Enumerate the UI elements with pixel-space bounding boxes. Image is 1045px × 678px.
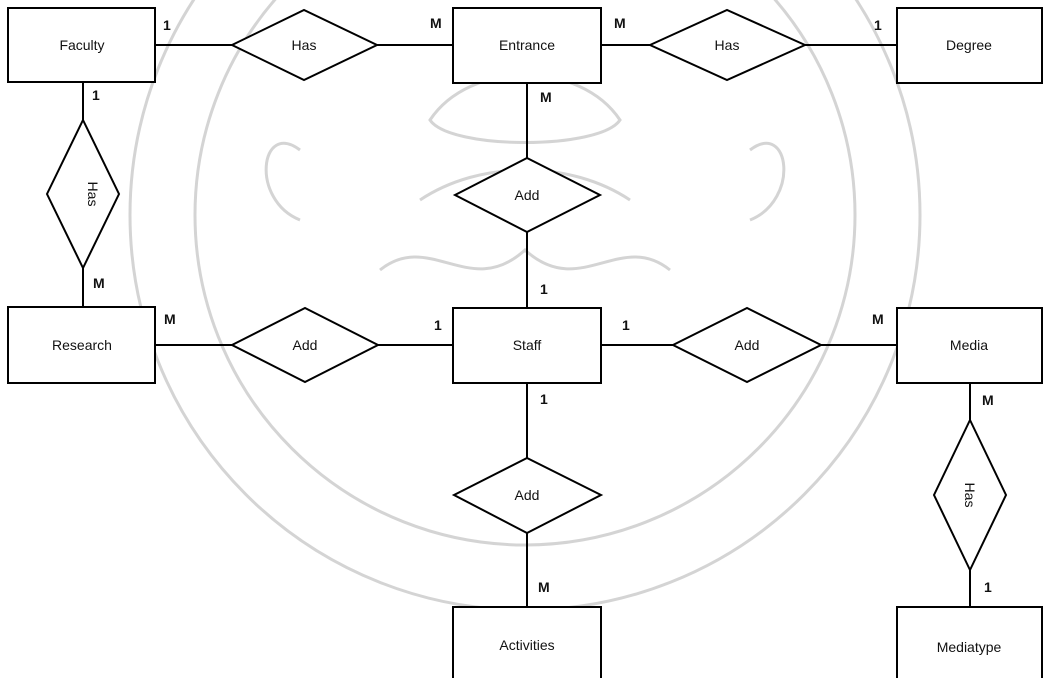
relationship-faculty-research-label: Has xyxy=(85,182,101,207)
relationship-staff-media: Add xyxy=(670,306,824,384)
cardinality-degree-to-has: 1 xyxy=(874,17,882,33)
entity-faculty-label: Faculty xyxy=(59,37,104,53)
entity-degree: Degree xyxy=(896,7,1043,84)
cardinality-staff-down: 1 xyxy=(540,391,548,407)
relationship-entrance-staff-label: Add xyxy=(515,187,540,203)
entity-media: Media xyxy=(896,307,1043,384)
entity-mediatype-label: Mediatype xyxy=(937,639,1002,655)
cardinality-faculty-to-has: 1 xyxy=(163,17,171,33)
relationship-faculty-entrance-label: Has xyxy=(292,37,317,53)
cardinality-media-down: M xyxy=(982,392,994,408)
cardinality-staff-left: 1 xyxy=(434,317,442,333)
relationship-entrance-degree: Has xyxy=(647,8,808,82)
entity-staff-label: Staff xyxy=(513,337,542,353)
entity-research-label: Research xyxy=(52,337,112,353)
cardinality-mediatype-up: 1 xyxy=(984,579,992,595)
relationship-staff-media-label: Add xyxy=(735,337,760,353)
relationship-media-mediatype-label: Has xyxy=(962,483,978,508)
entity-faculty: Faculty xyxy=(7,7,156,83)
relationship-entrance-staff: Add xyxy=(452,156,603,234)
cardinality-staff-right: 1 xyxy=(622,317,630,333)
cardinality-entrance-down: M xyxy=(540,89,552,105)
relationship-faculty-entrance: Has xyxy=(229,8,380,82)
cardinality-labels: 1 M M 1 1 M M 1 M 1 1 M 1 M M 1 xyxy=(92,15,994,595)
relationship-media-mediatype: Has xyxy=(932,417,1008,573)
cardinality-faculty-down: 1 xyxy=(92,87,100,103)
entity-entrance: Entrance xyxy=(452,7,602,84)
entity-media-label: Media xyxy=(950,337,988,353)
cardinality-research-up: M xyxy=(93,275,105,291)
entity-research: Research xyxy=(7,306,156,384)
cardinality-research-right: M xyxy=(164,311,176,327)
relationship-research-staff: Add xyxy=(229,306,381,384)
relationship-faculty-research: Has xyxy=(45,117,121,271)
entity-degree-label: Degree xyxy=(946,37,992,53)
cardinality-media-left: M xyxy=(872,311,884,327)
entity-activities-label: Activities xyxy=(499,637,554,653)
cardinality-entrance-to-has-left: M xyxy=(430,15,442,31)
relationship-staff-activities-label: Add xyxy=(515,487,540,503)
relationship-entrance-degree-label: Has xyxy=(715,37,740,53)
relationship-research-staff-label: Add xyxy=(293,337,318,353)
cardinality-staff-up: 1 xyxy=(540,281,548,297)
entity-mediatype: Mediatype xyxy=(896,606,1043,678)
cardinality-activities-up: M xyxy=(538,579,550,595)
entity-entrance-label: Entrance xyxy=(499,37,555,53)
entity-staff: Staff xyxy=(452,307,602,384)
cardinality-entrance-to-has-right: M xyxy=(614,15,626,31)
relationship-lines xyxy=(82,44,971,607)
relationship-staff-activities: Add xyxy=(451,456,604,535)
entity-activities: Activities xyxy=(452,606,602,678)
